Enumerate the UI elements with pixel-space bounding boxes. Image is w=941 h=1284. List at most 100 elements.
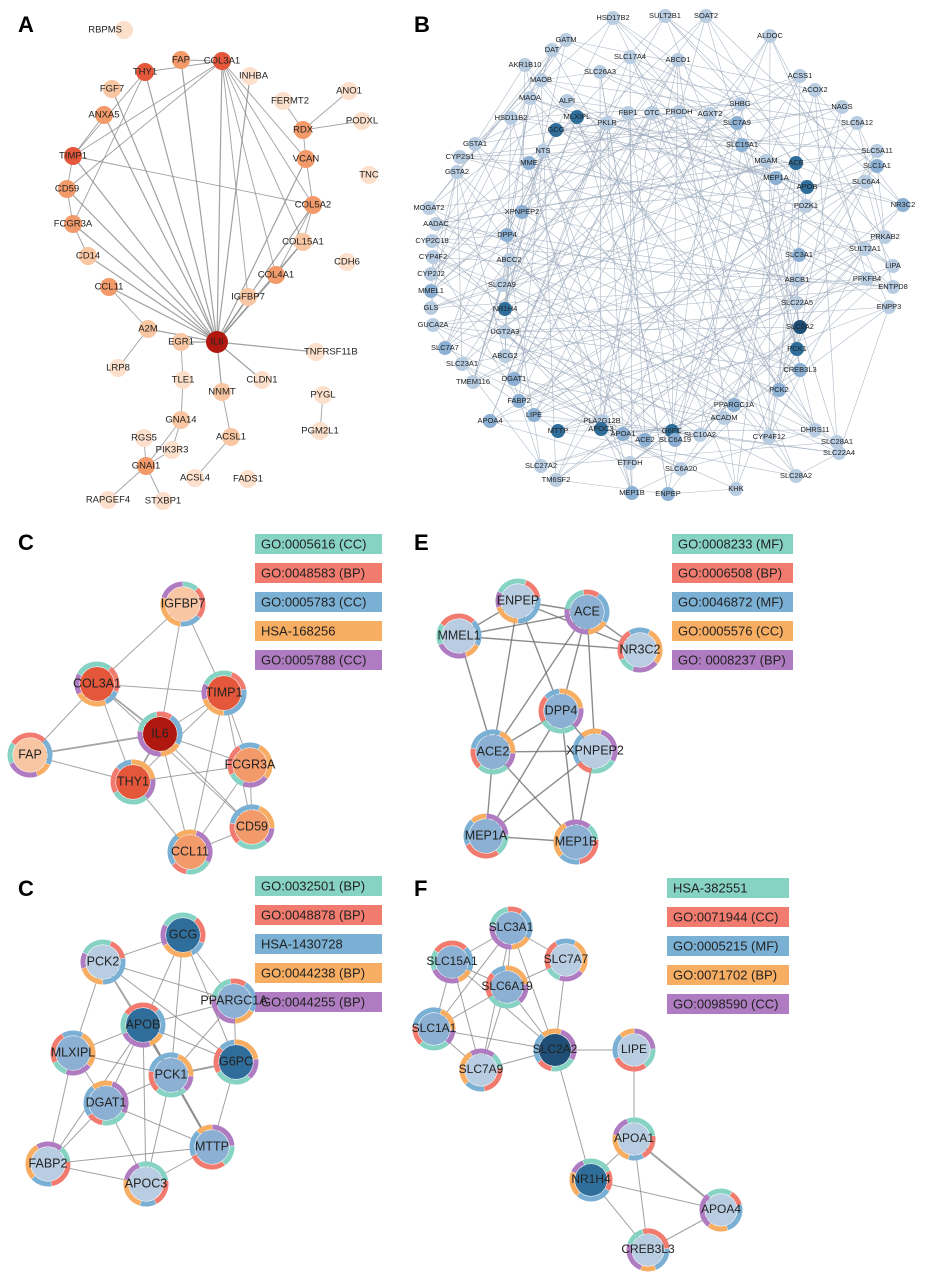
node-apob: APOB (120, 1002, 166, 1048)
node-mttp: MTTP (548, 424, 568, 438)
node-donut (83, 1080, 129, 1126)
node-label: G6PC (219, 1054, 253, 1068)
node-circle (504, 111, 518, 125)
node-circle (793, 69, 807, 83)
network-edge (671, 59, 679, 432)
node-label: GSTA2 (445, 167, 469, 176)
node-acsl1: ACSL1 (216, 428, 246, 446)
node-mmel1: MMEL1 (436, 613, 482, 659)
node-label: LIPE (621, 1042, 647, 1056)
node-circle (549, 123, 563, 137)
network-edge (492, 611, 588, 753)
node-fap: FAP (172, 51, 190, 69)
network-edge (180, 59, 218, 343)
node-label: SLC15A1 (426, 954, 478, 968)
node-ring-segment (538, 696, 549, 723)
node-label: ACSS1 (788, 71, 813, 80)
node-aadac: AADAC (423, 217, 450, 231)
node-label: LRP8 (106, 363, 130, 374)
node-label: SLC23A1 (446, 359, 478, 368)
network-edge (510, 117, 904, 206)
node-ring-segment (470, 748, 482, 769)
network-edge (667, 417, 725, 495)
node-ring-segment (167, 834, 179, 866)
node-label: TNFRSF11B (304, 347, 358, 358)
node-gatm: GATM (555, 33, 577, 47)
node-label: MAOA (519, 93, 541, 102)
node-ring-segment (582, 1158, 611, 1173)
node-slc7a9: SLC7A9 (459, 1048, 504, 1092)
node-circle (560, 94, 574, 108)
legend-label: GO:0008233 (MF) (678, 536, 784, 551)
node-ring-segment (628, 627, 651, 635)
network-edge (555, 129, 878, 152)
node-ring-segment (626, 1243, 643, 1271)
node-core (129, 1167, 163, 1201)
node-mgam: MGAM (754, 154, 778, 168)
legend-item: GO:0005788 (CC) (255, 650, 382, 670)
network-edge (629, 56, 633, 494)
node-ring-segment (489, 925, 512, 950)
node-circle (625, 486, 639, 500)
node-core (705, 1194, 737, 1226)
legend-swatch (667, 936, 789, 956)
node-hsd17b2: HSD17B2 (596, 11, 630, 25)
node-core (559, 825, 593, 859)
node-ring-segment (230, 672, 247, 690)
node-ring-segment (82, 939, 112, 955)
network-edge (47, 1146, 213, 1165)
node-label: SLC7A7 (544, 952, 589, 966)
network-edge (485, 710, 562, 837)
node-ring-segment (110, 767, 121, 794)
node-circle (878, 230, 892, 244)
node-label: SLC26A3 (584, 67, 616, 76)
node-ring-segment (65, 1063, 91, 1076)
network-edge (87, 255, 218, 343)
node-label: MMEL1 (418, 286, 444, 295)
legend-swatch (672, 650, 793, 670)
node-ring-segment (80, 1033, 96, 1067)
legend-label: GO:0005616 (CC) (261, 536, 367, 551)
node-label: XPNPEP2 (505, 207, 540, 216)
node-circle (792, 248, 806, 262)
node-mep1a: MEP1A (463, 813, 509, 859)
network-edge (518, 150, 544, 402)
node-label: SLC2A2 (786, 322, 814, 331)
network-edge (629, 348, 798, 464)
network-edge (671, 113, 711, 432)
node-cd59: CD59 (55, 180, 79, 198)
node-label: FABP2 (507, 396, 530, 405)
network-edge (667, 122, 738, 495)
node-label: GCG (547, 125, 564, 134)
node-ring-segment (25, 1144, 39, 1179)
legend-label: HSA-382551 (673, 880, 747, 895)
node-circle (515, 205, 529, 219)
node-core (80, 667, 114, 701)
node-ring-segment (507, 906, 523, 915)
legend-swatch (255, 621, 382, 641)
network-edge (432, 256, 520, 402)
legend-swatch (255, 934, 382, 954)
node-label: XPNPEP2 (566, 743, 624, 757)
node-label: ANXA5 (88, 110, 119, 121)
node-ring-segment (491, 965, 506, 976)
node-ring-segment (564, 589, 585, 610)
network-edge (456, 171, 646, 441)
network-edge (428, 207, 801, 371)
node-slc6a4: SLC6A4 (852, 175, 880, 189)
node-label: MAOB (530, 75, 552, 84)
node-label: IGFBP7 (161, 596, 206, 610)
network-edge (600, 112, 653, 430)
node-gsta2: GSTA2 (445, 165, 469, 179)
network-edge (430, 256, 434, 309)
node-enpep: ENPEP (495, 578, 541, 624)
network-edge (221, 60, 314, 206)
node-slc5a11: SLC5A11 (861, 144, 893, 158)
node-label: APOC3 (125, 1176, 167, 1190)
node-ring-segment (120, 1012, 129, 1034)
legend-item: GO:0071944 (CC) (667, 907, 789, 927)
network-edge (472, 254, 800, 383)
node-donut (553, 819, 599, 865)
node-circle (600, 116, 614, 130)
